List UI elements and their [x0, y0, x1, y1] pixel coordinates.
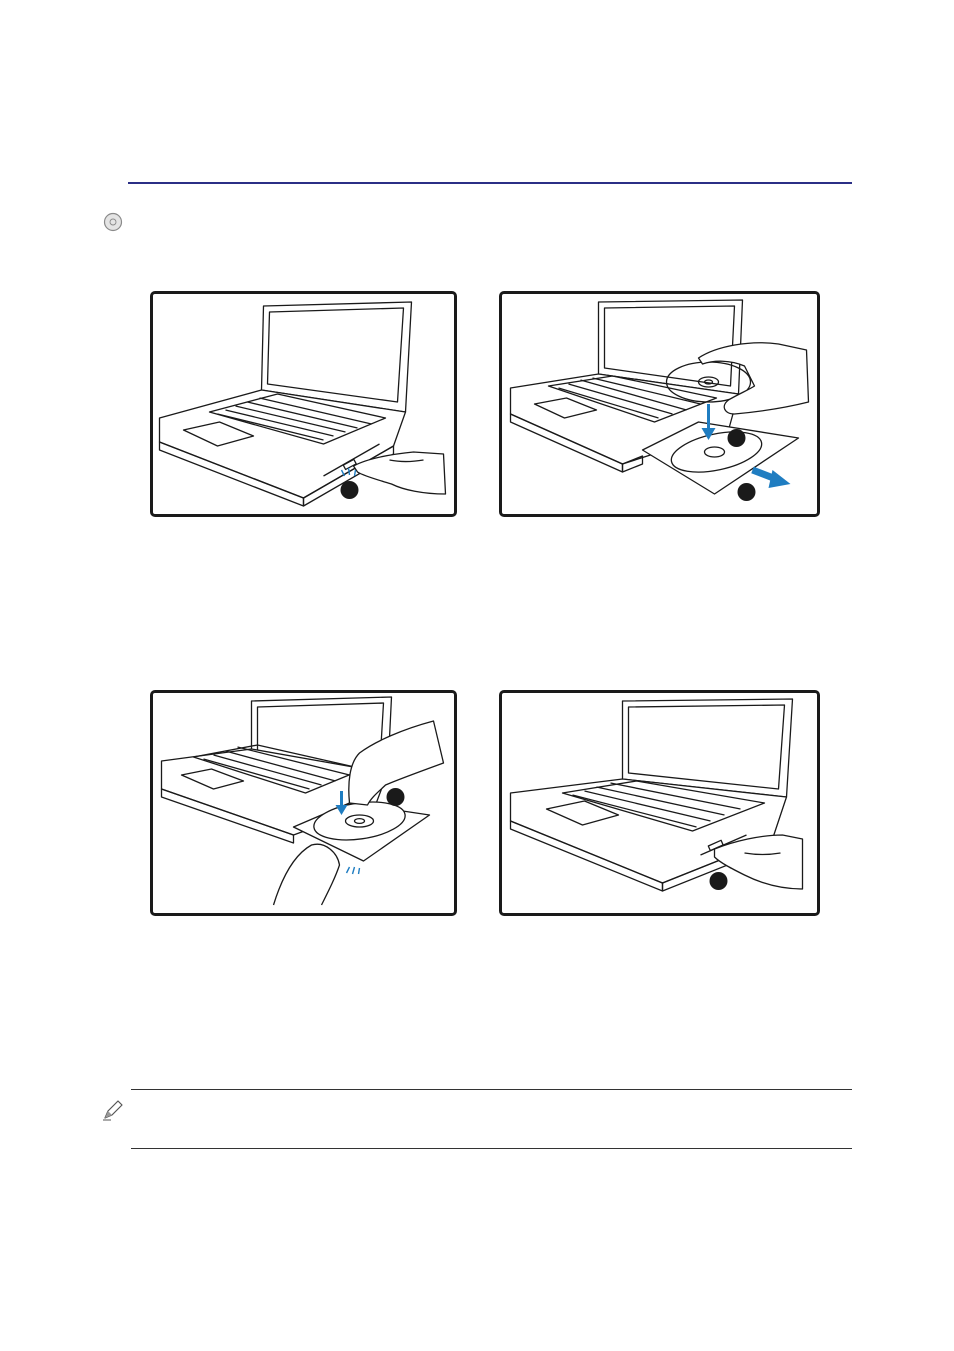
step-marker-1	[738, 483, 756, 501]
note-bottom-rule	[131, 1148, 852, 1149]
step-marker-2	[728, 429, 746, 447]
disc-bullet-icon	[103, 212, 123, 232]
laptop-illustration-2	[502, 294, 817, 514]
figure-eject-button	[150, 291, 457, 517]
note-top-rule	[131, 1089, 852, 1090]
step-marker-3	[387, 788, 405, 806]
header-rule	[128, 182, 852, 184]
figure-press-disc	[150, 690, 457, 916]
step-marker-1	[341, 481, 359, 499]
laptop-illustration-3	[153, 693, 454, 913]
pencil-note-icon	[101, 1098, 125, 1122]
laptop-illustration-1	[153, 294, 454, 514]
figure-insert-disc	[499, 291, 820, 517]
figure-close-tray	[499, 690, 820, 916]
laptop-illustration-4	[502, 693, 817, 913]
step-marker-4	[710, 872, 728, 890]
